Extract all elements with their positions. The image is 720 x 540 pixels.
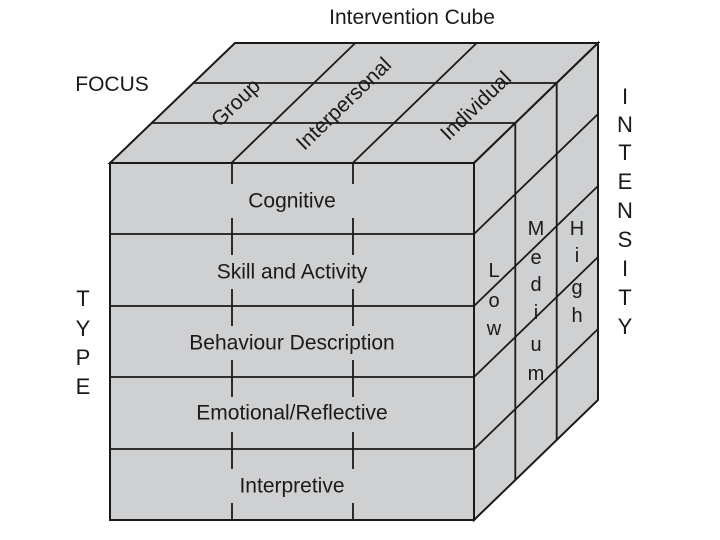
intensity-axis-letter: N [617, 112, 633, 137]
type-axis-letter: Y [76, 316, 91, 341]
intensity-axis-letter: I [622, 84, 628, 109]
intensity-medium-letter: d [530, 274, 541, 296]
intensity-axis-label: I N T E N S I T Y [617, 84, 633, 339]
type-level-behaviour-description: Behaviour Description [189, 332, 394, 355]
intensity-axis-letter: T [618, 285, 631, 310]
intensity-medium-letter: i [534, 302, 538, 324]
intensity-medium-letter: e [530, 247, 541, 269]
right-face-grid [473, 83, 599, 480]
intensity-high-letter: i [575, 245, 579, 267]
type-axis-label: T Y P E [76, 286, 91, 399]
intensity-axis-letter: Y [618, 314, 633, 339]
intensity-low-letter: L [488, 260, 499, 282]
type-axis-letter: T [76, 286, 89, 311]
intensity-high-letter: H [570, 218, 584, 240]
intensity-level-low: L o w [486, 260, 502, 340]
intensity-level-high: H i g h [570, 218, 584, 327]
intensity-low-letter: o [488, 290, 499, 312]
intensity-high-letter: h [571, 305, 582, 327]
type-axis-letter: E [76, 374, 91, 399]
intensity-medium-letter: M [528, 218, 545, 240]
type-level-cognitive: Cognitive [248, 190, 336, 213]
type-level-skill-and-activity: Skill and Activity [217, 261, 368, 284]
intensity-low-letter: w [486, 318, 502, 340]
intensity-level-medium: M e d i u m [528, 218, 545, 385]
type-axis-letter: P [76, 345, 91, 370]
intensity-high-letter: g [571, 277, 582, 299]
intensity-axis-letter: S [618, 227, 633, 252]
intensity-axis-letter: I [622, 256, 628, 281]
intensity-medium-letter: u [530, 334, 541, 356]
intensity-axis-letter: E [618, 169, 633, 194]
type-level-interpretive: Interpretive [239, 475, 344, 498]
intensity-axis-letter: N [617, 198, 633, 223]
diagram-title: Intervention Cube [329, 6, 495, 29]
front-face-grid [110, 163, 474, 520]
top-face-grid [151, 42, 557, 164]
type-level-emotional-reflective: Emotional/Reflective [196, 402, 387, 425]
focus-axis-label: FOCUS [75, 73, 149, 96]
intensity-axis-letter: T [618, 140, 631, 165]
intensity-medium-letter: m [528, 363, 545, 385]
